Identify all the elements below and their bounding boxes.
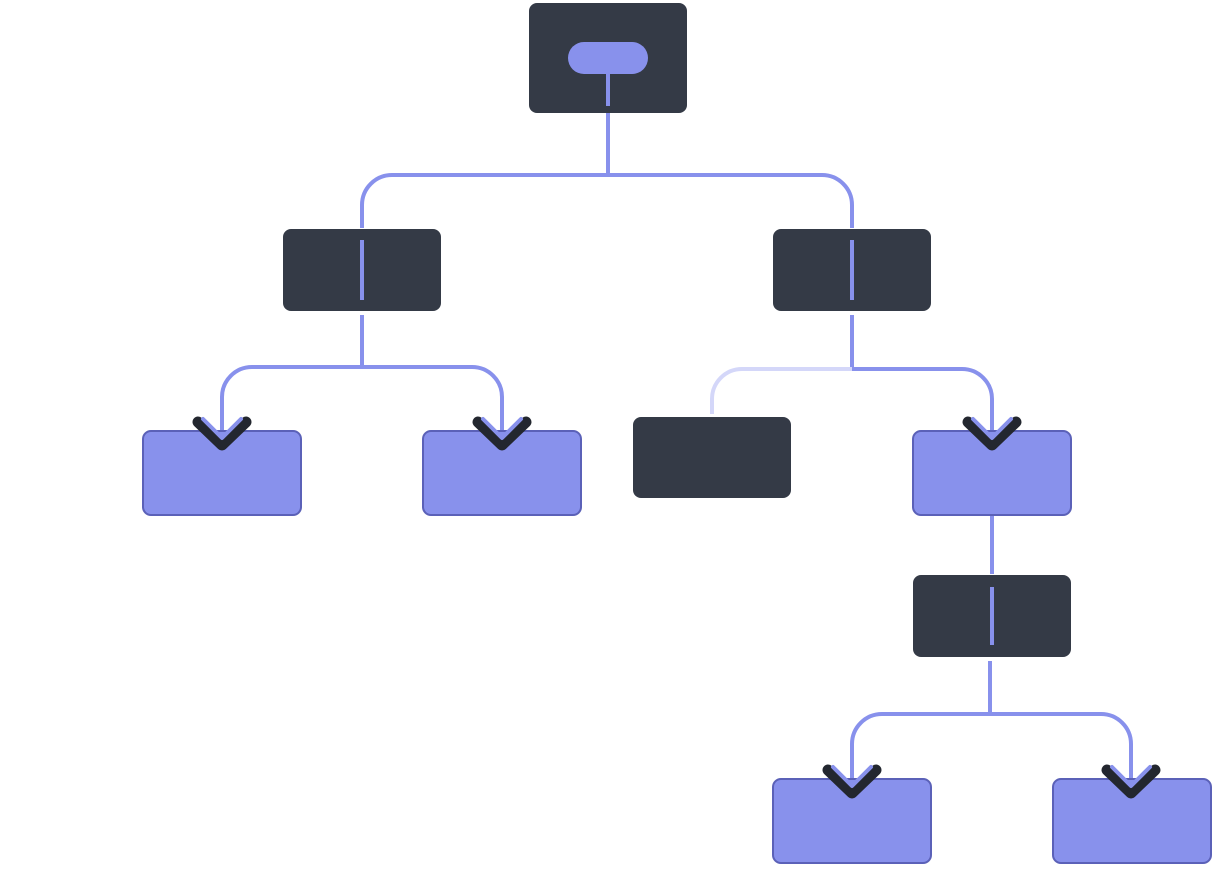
node-left-b: [422, 430, 582, 516]
edge-leaf-a: [850, 712, 990, 788]
edge-root-left: [360, 173, 608, 228]
edge-right-b: [852, 367, 994, 440]
node-left-a: [142, 430, 302, 516]
root-pill-badge: [568, 42, 648, 74]
node-leaf-a: [772, 778, 932, 864]
edge-root-right: [608, 173, 854, 228]
edge-right-a-faded: [710, 367, 852, 414]
node-leaf-b: [1052, 778, 1212, 864]
edges: [220, 113, 1133, 788]
edge-left-a: [220, 365, 362, 440]
node-right-b: [912, 430, 1072, 516]
edge-left-b: [362, 365, 504, 440]
edge-leaf-b: [990, 712, 1133, 788]
node-right-a: [633, 417, 791, 498]
